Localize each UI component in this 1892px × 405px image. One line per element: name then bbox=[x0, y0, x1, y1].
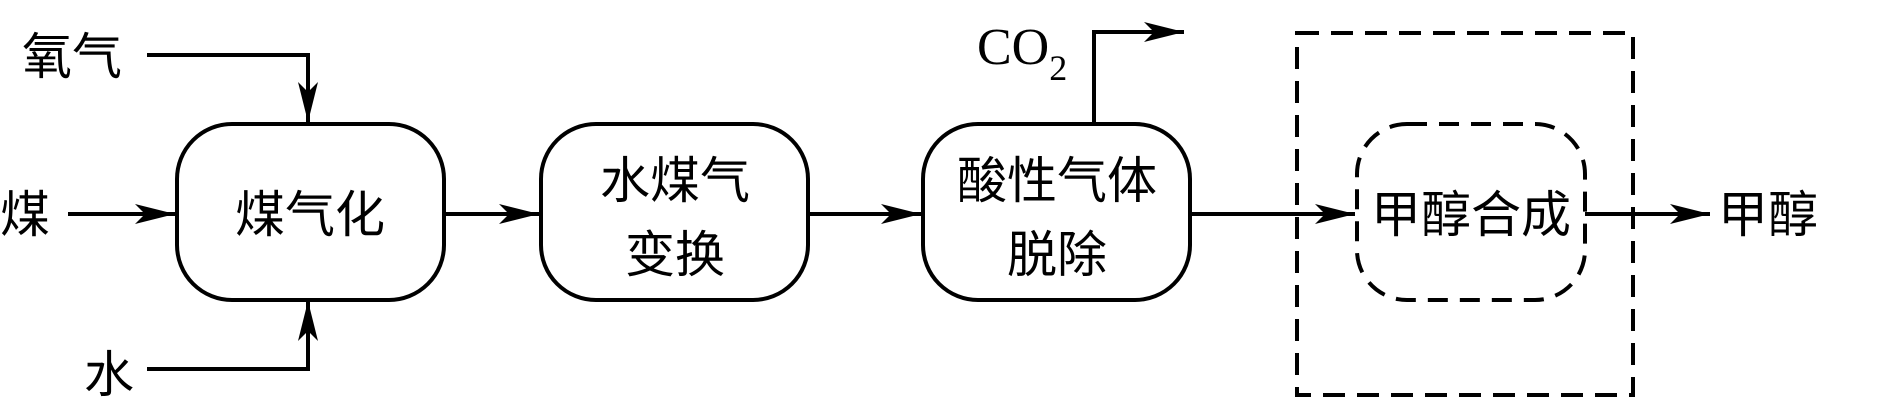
output-label-methanol: 甲醇 bbox=[1718, 186, 1818, 244]
node-acid-removal-label-line1: 酸性气体 bbox=[957, 152, 1157, 210]
input-label-oxygen: 氧气 bbox=[22, 28, 122, 86]
input-label-water: 水 bbox=[84, 346, 134, 404]
co2-main: CO bbox=[977, 19, 1049, 76]
node-acid-removal-label-line2: 脱除 bbox=[1007, 226, 1107, 284]
node-shift: 水煤气 变换 bbox=[539, 122, 810, 302]
arrow-water-to-gasification bbox=[147, 301, 318, 371]
arrow-acid-removal-to-co2 bbox=[1092, 22, 1184, 123]
node-gasification-label: 煤气化 bbox=[235, 186, 385, 244]
node-methanol-synthesis-box bbox=[1355, 122, 1587, 302]
byproduct-label-co2: CO2 bbox=[977, 19, 1067, 88]
node-gasification: 煤气化 bbox=[175, 122, 446, 302]
input-label-coal: 煤 bbox=[0, 186, 50, 244]
node-methanol-synthesis: 甲醇合成 bbox=[1355, 122, 1587, 302]
node-methanol-synthesis-label: 甲醇合成 bbox=[1371, 186, 1571, 244]
node-acid-removal: 酸性气体 脱除 bbox=[921, 122, 1192, 302]
arrow-oxygen-to-gasification bbox=[147, 53, 318, 122]
node-shift-label-line2: 变换 bbox=[625, 226, 725, 284]
node-shift-label-line1: 水煤气 bbox=[600, 152, 750, 210]
co2-subscript: 2 bbox=[1049, 48, 1067, 88]
